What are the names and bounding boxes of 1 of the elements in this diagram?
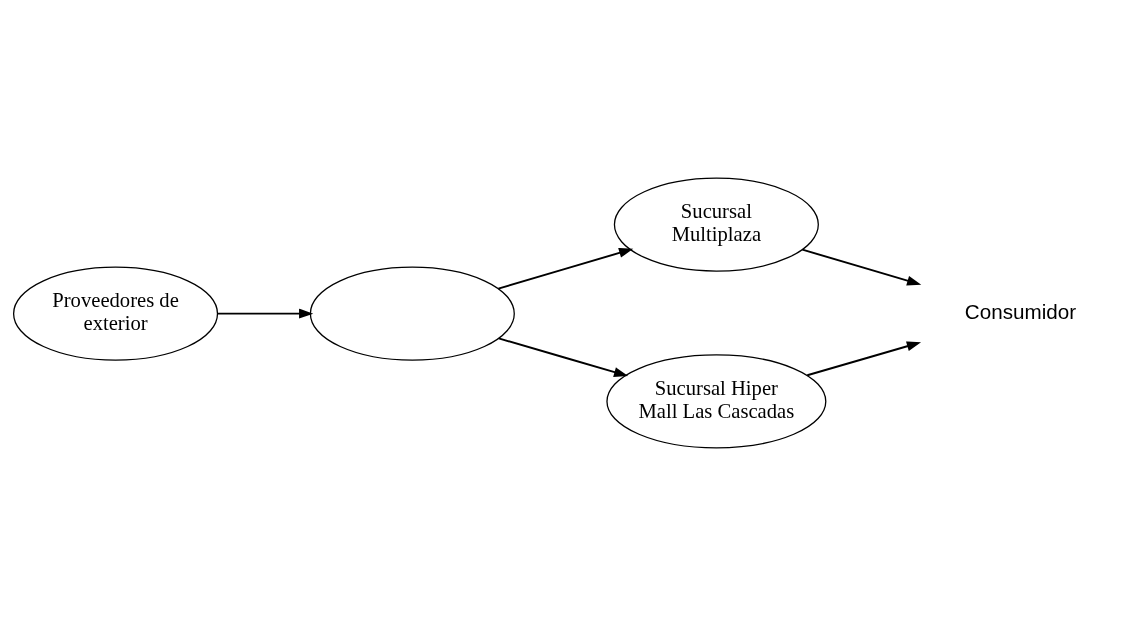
node-text: Consumidor [964, 299, 1077, 323]
